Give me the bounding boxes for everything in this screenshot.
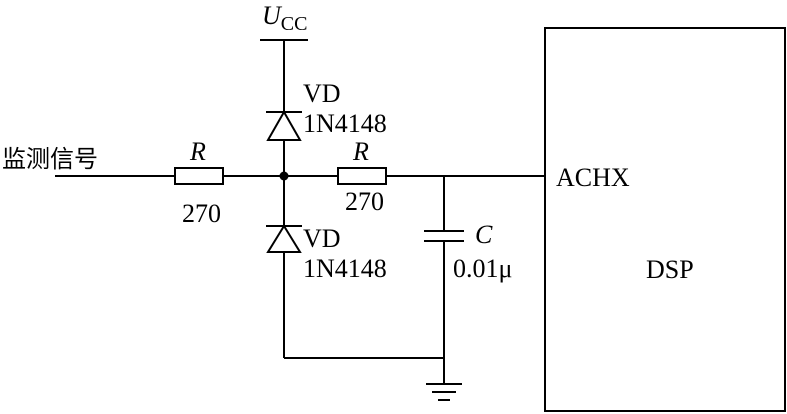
resistor-2-value: 270 (345, 187, 384, 216)
resistor-1-symbol (174, 167, 224, 185)
dsp-pin-label: ACHX (556, 163, 630, 192)
supply-subscript: CC (281, 13, 308, 35)
resistor-1-value: 270 (182, 199, 221, 228)
ground-symbol (426, 383, 462, 401)
diode-bottom-symbol (266, 224, 302, 253)
diode-top-name: VD (303, 79, 341, 108)
dsp-label: DSP (646, 255, 694, 284)
diode-top-part: 1N4148 (303, 109, 387, 138)
capacitor-name: C (475, 220, 493, 249)
diode-bottom-part: 1N4148 (303, 254, 387, 283)
capacitor-symbol (424, 230, 464, 242)
supply-symbol: U (262, 1, 283, 30)
dsp-block (544, 27, 786, 412)
capacitor-value: 0.01μ (453, 254, 512, 283)
supply-label: UCC (262, 1, 307, 35)
diode-bottom-name: VD (303, 224, 341, 253)
resistor-2-name: R (352, 137, 369, 166)
resistor-2-symbol (337, 167, 387, 185)
resistor-1-name: R (189, 137, 206, 166)
diode-top-symbol (266, 109, 302, 141)
wires (55, 40, 545, 384)
junction-node (279, 171, 289, 181)
input-signal-label: 监测信号 (2, 145, 98, 173)
